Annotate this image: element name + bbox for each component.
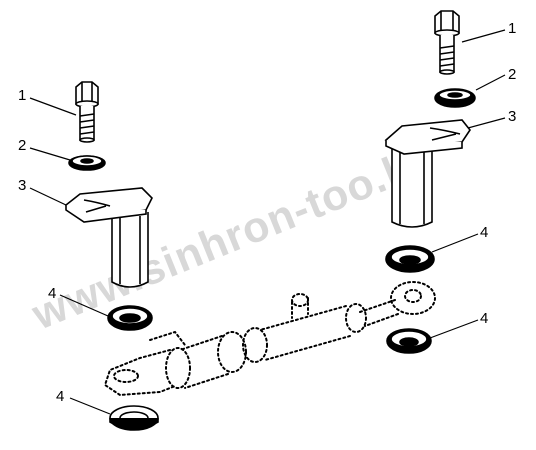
callout-pin-left: 3	[18, 177, 26, 194]
pin-right	[384, 119, 471, 228]
callout-washer-left: 2	[18, 137, 26, 154]
callout-seal-left-upper: 4	[48, 285, 56, 302]
hydraulic-cylinder	[103, 281, 436, 397]
callout-washer-right: 2	[508, 66, 516, 83]
pin-left	[64, 187, 153, 288]
washer-left	[68, 155, 106, 171]
washer-right	[434, 88, 476, 108]
leader-lines	[29, 29, 506, 415]
bolt-right	[434, 10, 460, 75]
callout-labels: 1 2 3 4 4 1 2 3 4 4	[18, 20, 516, 405]
seal-left-upper	[107, 305, 153, 331]
seal-right-upper	[385, 245, 435, 273]
bolt-left	[75, 81, 99, 143]
callout-seal-right-lower: 4	[480, 310, 488, 327]
seal-right-lower	[386, 328, 432, 354]
callout-bolt-left: 1	[18, 87, 26, 104]
callout-pin-right: 3	[508, 108, 516, 125]
seal-bottom	[109, 405, 159, 431]
callout-seal-right-upper: 4	[480, 224, 488, 241]
callout-seal-bottom: 4	[56, 388, 64, 405]
callout-bolt-right: 1	[508, 20, 516, 37]
